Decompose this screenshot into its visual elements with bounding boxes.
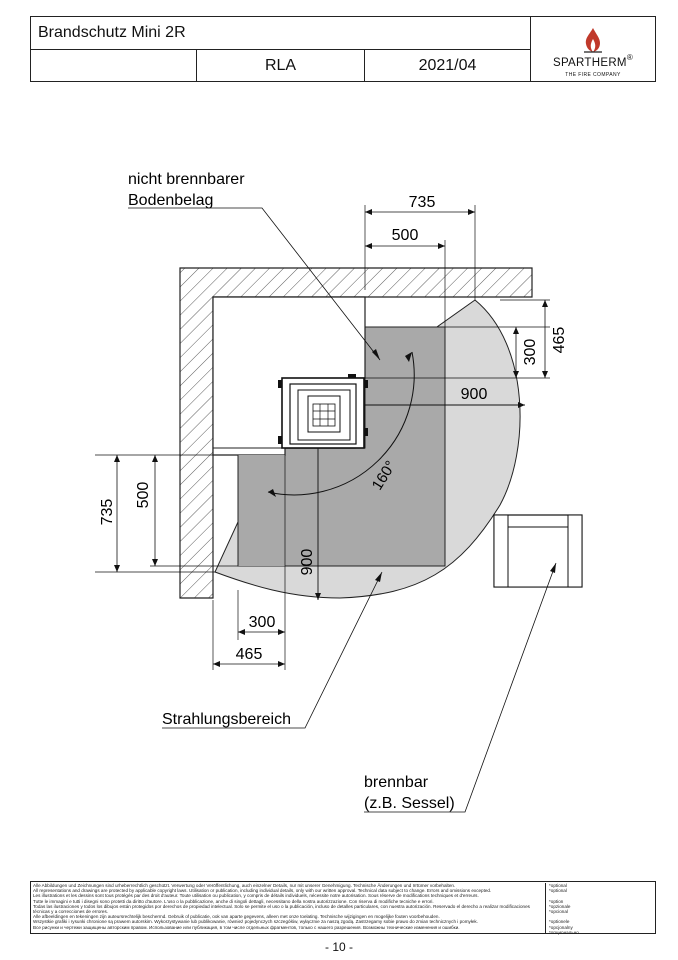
optional-label: *option [549,898,564,904]
legal-line: All representations and drawings are pro… [33,888,492,894]
armchair [493,514,583,588]
dim-300-bottom: 300 [249,614,276,631]
angle-arc [267,351,415,496]
brand-name: SPARTHERM [552,57,627,69]
radiation-callout: Strahlungsbereich [162,711,291,728]
flame-icon [584,28,602,53]
empty-cell [31,50,197,81]
legal-footer: Alle Abbildungen und Zeichnungen sind ur… [30,881,656,935]
drawing-title: Brandschutz Mini 2R [31,17,531,50]
dim-300-right: 300 [522,339,539,366]
optional-label: *opzionale [549,903,571,909]
optional-label: *optional [549,883,567,888]
model-code: RLA [197,50,365,81]
registered-mark: ® [626,53,634,62]
optional-column: *optional *optional *option *opzionale *… [545,883,579,935]
title-block: Brandschutz Mini 2R RLA 2021/04 SPARTHER… [30,16,656,82]
dim-500-left: 500 [135,482,152,509]
legal-line: Wszystkie grafiki i rysunki chronione są… [33,919,478,925]
optional-label: *опционально [549,929,579,935]
brand-logo: SPARTHERM® THE FIRE COMPANY [531,17,655,81]
legal-line: Alle Abbildungen und Zeichnungen sind ur… [33,883,456,888]
dim-735-left: 735 [99,499,116,526]
page-number: - 10 - [324,940,353,954]
brand-tagline: THE FIRE COMPANY [565,72,621,78]
legal-line: Все рисунки и чертежи защищены авторским… [33,924,460,930]
dim-735-top: 735 [409,194,436,211]
combustible-line2: (z.B. Sessel) [364,795,455,812]
optional-label: *opcjonalny [549,924,573,930]
optional-label: *opcional [549,909,568,915]
dim-900-vertical: 900 [299,549,316,576]
dim-465-bottom: 465 [236,646,263,663]
dim-900-horizontal: 900 [461,386,488,403]
legal-line: Alle afbeeldingen en tekeningen zijn aut… [33,914,440,920]
combustible-callout-leader [364,562,557,813]
combustible-line1: brennbar [364,774,429,791]
legal-line: Les illustrations et les dessins sont to… [33,893,479,899]
radiation-callout-leader [162,571,383,729]
floor-callout-leader [128,207,381,361]
optional-label: *optionele [549,919,570,925]
legal-line: Todas las ilustraciones y todos los dibu… [33,903,530,915]
revision-date: 2021/04 [365,50,531,81]
floor-callout-line2: Bodenbelag [128,192,213,209]
legal-line: Tutte le immagini e tutti i disegni sono… [33,898,434,904]
floor-callout-line1: nicht brennbarer [128,171,245,188]
stove-unit [278,374,368,449]
dim-500-top: 500 [392,227,419,244]
optional-label: *optional [549,888,567,894]
dim-465-right: 465 [551,327,568,354]
legal-text: Alle Abbildungen und Zeichnungen sind ur… [33,883,539,930]
